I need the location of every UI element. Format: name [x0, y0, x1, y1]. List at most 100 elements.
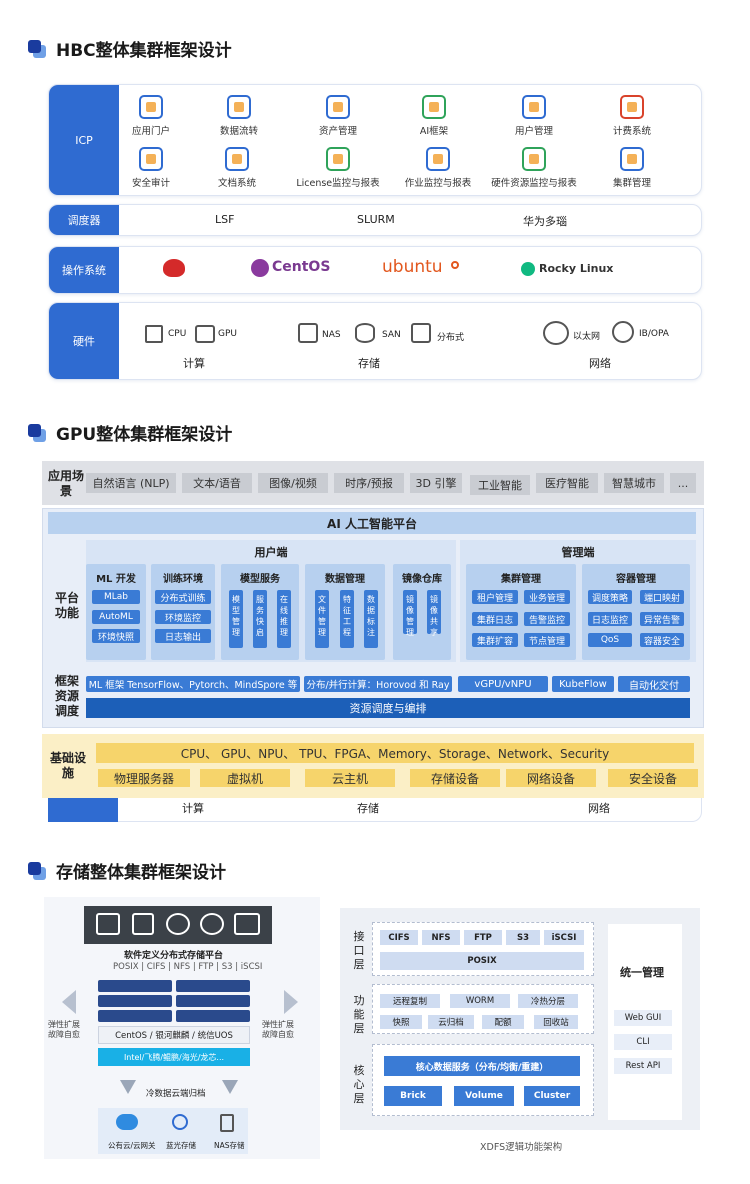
bottom-network: 网络: [588, 802, 610, 815]
server-unit: [98, 980, 172, 992]
group-compute: 计算: [183, 357, 205, 370]
hw-distributed: 分布式: [437, 333, 465, 343]
func-layer-label: 功能层: [353, 994, 365, 1035]
data-manage-title: 数据管理: [325, 574, 365, 585]
ethernet-network-icon: [543, 321, 569, 345]
icp-cluster-mgmt[interactable]: 集群管理: [577, 147, 687, 189]
container-qos: QoS: [588, 633, 632, 647]
icp-app-portal[interactable]: 应用门户: [96, 95, 206, 137]
infra-hardware-line: CPU、 GPU、NPU、 TPU、FPGA、Memory、Storage、Ne…: [96, 743, 694, 763]
bottom-compute: 计算: [182, 802, 204, 815]
func-quota: 配额: [482, 1015, 524, 1029]
infra-cloud-host: 云主机: [305, 769, 395, 787]
iface-nfs: NFS: [422, 930, 460, 945]
job-clock-icon: [426, 147, 450, 171]
icp-license[interactable]: License监控与报表: [283, 147, 393, 189]
sds-platform-title: 软件定义分布式存储平台: [124, 951, 224, 961]
user-gear-icon: [522, 95, 546, 119]
san-db-icon: [355, 323, 375, 343]
os-centos: CentOS: [272, 259, 331, 275]
data-feature: 特征工程: [340, 590, 354, 648]
server-unit: [176, 995, 250, 1007]
mgmt-cli: CLI: [614, 1034, 672, 1050]
scheduler-huawei: 华为多瑙: [523, 215, 567, 228]
train-env-title: 训练环境: [163, 574, 203, 585]
icp-job-monitor[interactable]: 作业监控与报表: [383, 147, 493, 189]
frame-distributed: 分布/并行计算：Horovod 和 Ray: [304, 676, 452, 692]
container-logmon: 日志监控: [588, 612, 632, 626]
icp-row: ICP 应用门户 数据流转 资产管理 AI框架 用户管理 计费系统 安全审计 文…: [48, 84, 702, 196]
scheduler-label: 调度器: [49, 205, 119, 235]
hw-nas: NAS: [322, 330, 341, 340]
distributed-icon: [411, 323, 431, 343]
core-cluster: Cluster: [524, 1086, 580, 1106]
icp-ai-framework[interactable]: AI框架: [379, 95, 489, 137]
data-label: 数据标注: [364, 590, 378, 648]
scene-image: 图像/视频: [258, 473, 328, 493]
iface-posix: POSIX: [380, 952, 584, 970]
ubuntu-logo-icon: [451, 261, 459, 269]
cluster-alarm: 告警监控: [524, 612, 570, 626]
frame-vgpu: vGPU/vNPU: [458, 676, 548, 692]
section-bullet-icon: [28, 861, 46, 880]
infra-physical: 物理服务器: [98, 769, 190, 787]
scene-city: 智慧城市: [604, 473, 664, 493]
infra-label: 基础设施: [50, 751, 87, 780]
func-worm: WORM: [450, 994, 510, 1008]
scene-more: ...: [670, 473, 696, 493]
nas-icon: [298, 323, 318, 343]
storage-cpu-line: Intel/飞腾/鲲鹏/海光/龙芯...: [98, 1048, 250, 1066]
gpu-icon: [195, 325, 215, 343]
video-icon: [132, 913, 154, 935]
server-unit: [176, 1010, 250, 1022]
ml-automl: AutoML: [92, 610, 140, 624]
centos-logo-icon: [251, 259, 269, 277]
iface-ftp: FTP: [464, 930, 502, 945]
storage-os-line: CentOS / 银河麒麟 / 统信UOS: [98, 1026, 250, 1044]
icp-user-mgmt[interactable]: 用户管理: [479, 95, 589, 137]
sliders-icon: [620, 147, 644, 171]
section-bullet-icon: [28, 39, 46, 58]
unified-mgmt-title: 统一管理: [620, 966, 664, 979]
func-recycle-bin: 回收站: [534, 1015, 578, 1029]
user-side-title: 用户端: [254, 546, 288, 559]
right-arrow-icon: [284, 990, 298, 1014]
robot-icon: [200, 913, 224, 935]
icp-billing[interactable]: 计费系统: [577, 95, 687, 137]
scheduler-slurm: SLURM: [357, 213, 395, 226]
target-cloud: 公有云/云网关: [108, 1141, 156, 1150]
icp-docs[interactable]: 文档系统: [182, 147, 292, 189]
frame-delivery: 自动化交付: [618, 676, 690, 692]
nas-box-icon: [220, 1114, 234, 1132]
container-alert: 异常告警: [640, 612, 684, 626]
icp-data-flow[interactable]: 数据流转: [184, 95, 294, 137]
hardware-row: 硬件 CPU GPU 计算 NAS SAN 分布式 存储 以太网 IB/OPA …: [48, 302, 702, 380]
frame-ml: ML 框架 TensorFlow、Pytorch、MindSpore 等: [86, 676, 300, 692]
func-snapshot: 快照: [380, 1015, 422, 1029]
core-layer-label: 核心层: [353, 1064, 365, 1105]
oil-pump-icon: [234, 913, 260, 935]
cold-archive-label: 冷数据云端归档: [146, 1089, 206, 1099]
image-repo-box: [393, 564, 451, 660]
hw-gpu: GPU: [218, 329, 237, 339]
iface-s3: S3: [506, 930, 540, 945]
func-tiering: 冷热分层: [518, 994, 578, 1008]
icp-security-audit[interactable]: 安全审计: [96, 147, 206, 189]
bluray-disc-icon: [172, 1114, 188, 1130]
scene-medical: 医疗智能: [536, 473, 598, 493]
icp-asset-mgmt[interactable]: 资产管理: [283, 95, 393, 137]
model-inference: 在线推理: [277, 590, 291, 648]
data-file: 文件管理: [315, 590, 329, 648]
icp-hw-monitor[interactable]: 硬件资源监控与报表: [479, 147, 589, 189]
server-unit: [98, 1010, 172, 1022]
resource-orchestration: 资源调度与编排: [86, 698, 690, 718]
container-port: 端口映射: [640, 590, 684, 604]
left-arrow-icon: [62, 990, 76, 1014]
container-mgmt-title: 容器管理: [616, 574, 656, 585]
model-service-title: 模型服务: [240, 574, 280, 585]
func-cloud-archive: 云归档: [428, 1015, 474, 1029]
train-monitor: 环境监控: [155, 610, 211, 624]
server-unit: [176, 980, 250, 992]
right-elastic-note: 弹性扩展故障自愈: [262, 1020, 294, 1039]
os-label: 操作系统: [49, 247, 119, 293]
